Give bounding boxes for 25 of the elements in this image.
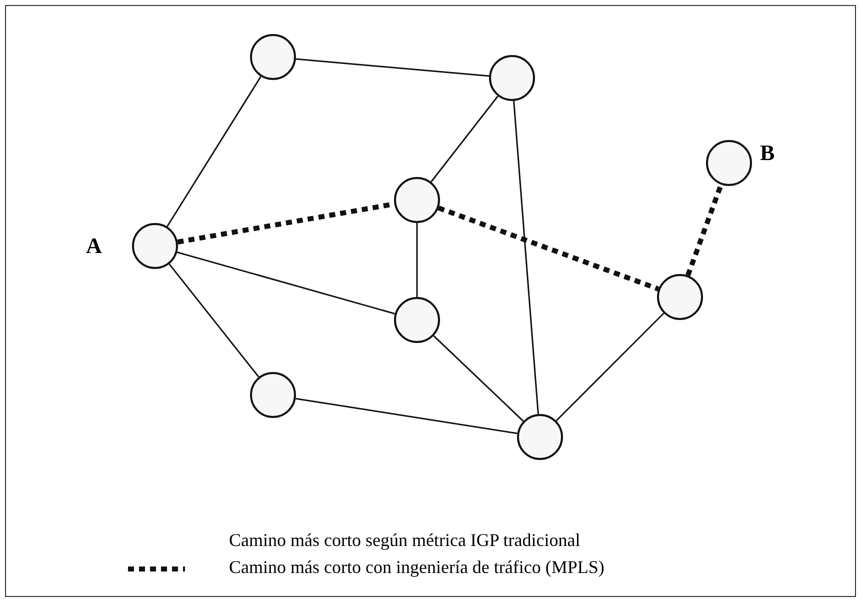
legend-text: Camino más corto con ingeniería de tráfico (MPLS) bbox=[229, 557, 604, 579]
node-label: B bbox=[760, 142, 775, 164]
link-line bbox=[513, 100, 539, 414]
node-label: A bbox=[86, 235, 102, 257]
link-line bbox=[296, 58, 490, 77]
router-node bbox=[394, 177, 440, 223]
router-node bbox=[489, 55, 535, 101]
link-line bbox=[556, 312, 664, 422]
router-node bbox=[250, 34, 296, 80]
link-line bbox=[430, 96, 498, 182]
link-line bbox=[296, 398, 518, 434]
router-node bbox=[657, 274, 703, 320]
legend-text: Camino más corto según métrica IGP tradicional bbox=[229, 530, 580, 552]
link-line bbox=[166, 76, 262, 227]
dotted-link bbox=[438, 206, 660, 292]
router-node bbox=[517, 414, 563, 460]
router-node bbox=[706, 140, 752, 186]
link-line bbox=[433, 335, 524, 422]
link-line bbox=[416, 223, 418, 297]
link-line bbox=[168, 264, 260, 378]
link-line bbox=[176, 252, 396, 314]
router-node bbox=[250, 372, 296, 418]
router-node bbox=[132, 223, 178, 269]
router-node bbox=[394, 297, 440, 343]
dotted-link bbox=[686, 184, 724, 276]
